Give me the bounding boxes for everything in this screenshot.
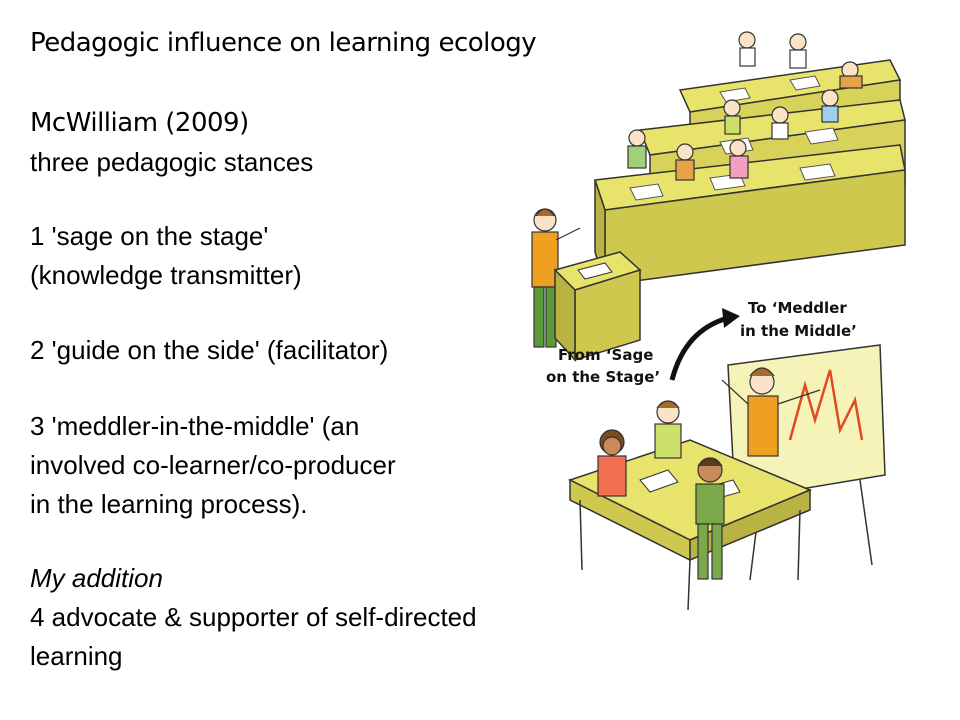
lecture-tiers — [593, 59, 906, 286]
stance-3-line-2: involved co-learner/co-producer — [30, 450, 396, 480]
stances-subtitle: three pedagogic stances — [30, 147, 314, 177]
podium — [553, 251, 642, 362]
stance-1-line-2: (knowledge transmitter) — [30, 260, 302, 290]
caption-to-line-1: To ‘Meddler — [748, 299, 847, 317]
stance-1-line-1: 1 'sage on the stage' — [30, 221, 269, 251]
addition-heading: My addition — [30, 563, 163, 593]
stance-2: 2 'guide on the side' (facilitator) — [30, 335, 389, 365]
caption-from-line-1: From ‘Sage — [558, 346, 653, 364]
slide-title: Pedagogic influence on learning ecology — [30, 28, 537, 58]
group-table — [568, 439, 812, 611]
stance-3-line-3: in the learning process). — [30, 489, 308, 519]
caption-to-line-2: in the Middle’ — [740, 322, 857, 340]
caption-from-line-2: on the Stage’ — [546, 368, 660, 386]
group-members — [597, 367, 821, 580]
arrowhead-icon — [722, 308, 740, 328]
citation-text: McWilliam (2009) — [30, 108, 249, 138]
arrow-icon — [669, 315, 729, 381]
stance-3-line-1: 3 'meddler-in-the-middle' (an — [30, 411, 360, 441]
stance-4-line-1: 4 advocate & supporter of self-directed — [30, 602, 477, 632]
classroom-illustration: From ‘Sage on the Stage’ To ‘Meddler in … — [531, 31, 906, 611]
stance-4-line-2: learning — [30, 641, 123, 671]
lecturer-figure — [531, 208, 581, 348]
tier-students — [627, 31, 863, 181]
